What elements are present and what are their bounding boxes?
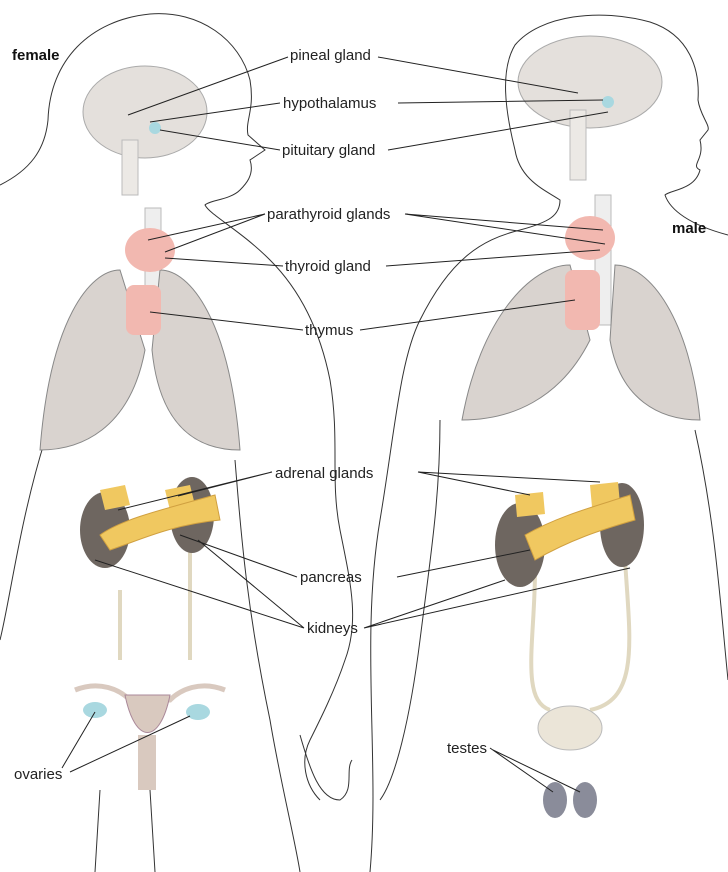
label-pineal-gland: pineal gland xyxy=(290,47,371,64)
male-lungs-thyroid xyxy=(461,194,701,421)
label-thyroid-gland: thyroid gland xyxy=(285,258,371,275)
label-testes: testes xyxy=(447,740,487,757)
label-parathyroid-glands: parathyroid glands xyxy=(267,206,390,223)
male-arm xyxy=(379,419,441,801)
female-brain xyxy=(82,65,208,196)
female-legs xyxy=(94,789,156,872)
label-ovaries: ovaries xyxy=(14,766,62,783)
female-kidneys-pancreas xyxy=(80,477,221,660)
label-pituitary-gland: pituitary gland xyxy=(282,142,375,159)
label-adrenal-glands: adrenal glands xyxy=(275,465,373,482)
male-brain xyxy=(517,35,663,181)
leader-lines xyxy=(61,56,631,793)
male-right-side xyxy=(694,429,728,681)
male-body-outline xyxy=(369,14,728,872)
female-left-arm xyxy=(0,439,46,641)
female-reproductive xyxy=(74,683,226,790)
label-kidneys: kidneys xyxy=(307,620,358,637)
label-male: male xyxy=(672,220,706,237)
female-lungs-thyroid xyxy=(39,207,241,451)
male-hand xyxy=(299,734,353,801)
female-body-outline xyxy=(0,13,354,801)
label-pancreas: pancreas xyxy=(300,569,362,586)
female-torso-side xyxy=(234,459,301,872)
male-kidneys-pancreas xyxy=(495,482,644,818)
label-hypothalamus: hypothalamus xyxy=(283,95,376,112)
label-thymus: thymus xyxy=(305,322,353,339)
label-female: female xyxy=(12,47,60,64)
